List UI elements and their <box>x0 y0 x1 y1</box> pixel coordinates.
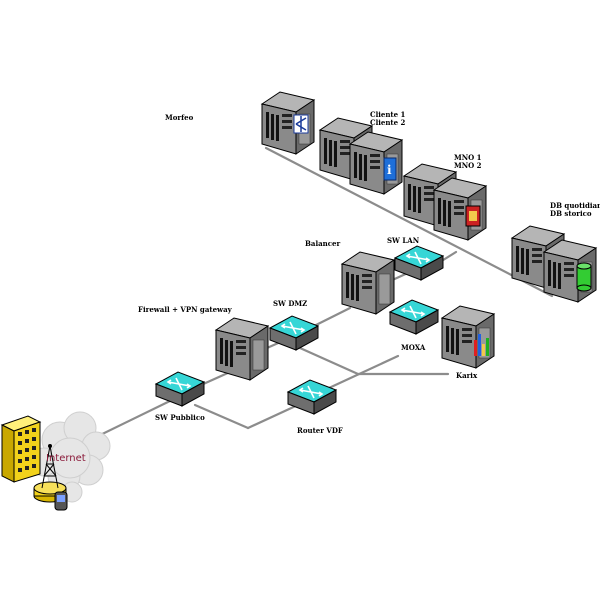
label-cliente2: Cliente 2 <box>370 118 406 127</box>
sim-card-badge-icon <box>465 205 481 227</box>
info-badge-icon: i <box>383 157 397 181</box>
label-firewall: Firewall + VPN gateway <box>138 305 233 314</box>
label-cliente1: Cliente 1 <box>370 110 406 119</box>
router-vdf-icon[interactable] <box>287 379 337 415</box>
label-mno2: MNO 2 <box>454 161 482 170</box>
link-lan-backbone <box>264 146 554 298</box>
label-karix: Karix <box>456 371 478 380</box>
karix-server-icon[interactable] <box>441 305 495 369</box>
moxa-switch-icon[interactable] <box>389 299 439 335</box>
label-db-storico: DB storico <box>550 209 592 218</box>
label-sw-pubblico: SW Pubblico <box>155 413 205 422</box>
office-building-icon <box>0 415 42 483</box>
internet-cloud <box>29 411 111 503</box>
label-balancer: Balancer <box>305 239 340 248</box>
link-swdmz-balancer <box>308 306 352 330</box>
sw-dmz-switch-icon[interactable] <box>269 315 319 351</box>
label-sw-dmz: SW DMZ <box>273 299 307 308</box>
sw-pubblico-switch-icon[interactable] <box>155 371 205 407</box>
database-badge-icon <box>576 262 592 292</box>
firewall-server-icon[interactable] <box>215 317 269 381</box>
bar-chart-badge-icon <box>474 334 489 356</box>
label-internet: Internet <box>46 453 86 464</box>
label-mno1: MNO 1 <box>454 153 482 162</box>
radio-antenna-icon <box>33 444 68 511</box>
link-routervdf-swdmz-bus <box>246 402 302 430</box>
label-moxa: MOXA <box>401 343 426 352</box>
link-swpubblico-routervdf <box>193 403 250 430</box>
label-sw-lan: SW LAN <box>387 236 420 245</box>
label-router-vdf: Router VDF <box>297 426 343 435</box>
label-db-quotidiano: DB quotidiano <box>550 201 600 210</box>
morfeo-badge-icon <box>293 114 309 134</box>
label-morfeo: Morfeo <box>165 113 194 122</box>
link-swdmz-bus <box>298 346 360 376</box>
link-internet-swpubblico <box>88 398 174 442</box>
svg-text:i: i <box>387 163 392 177</box>
balancer-server-icon[interactable] <box>341 251 395 315</box>
